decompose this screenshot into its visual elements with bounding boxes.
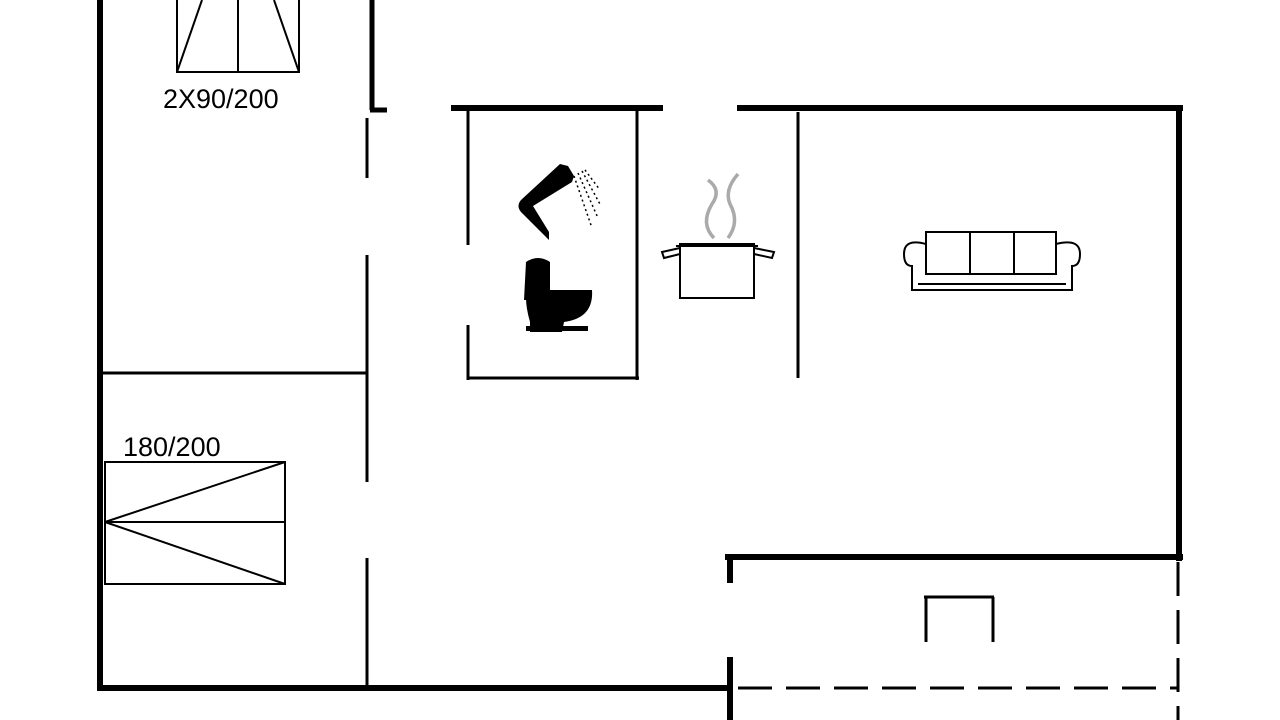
double-bed-icon — [104, 461, 286, 585]
single-beds-icon — [176, 0, 300, 73]
cooking-pot-icon — [660, 172, 776, 299]
single-bed-size-label: 2X90/200 — [163, 84, 279, 114]
sofa-icon — [902, 231, 1082, 291]
shower-icon — [518, 164, 602, 240]
double-bed-size-label: 180/200 — [123, 432, 221, 462]
toilet-icon — [524, 258, 593, 332]
outer-walls — [97, 0, 1183, 720]
terrace-outline — [738, 562, 1180, 720]
bathroom-walls — [466, 110, 639, 380]
interior-walls — [100, 112, 800, 688]
